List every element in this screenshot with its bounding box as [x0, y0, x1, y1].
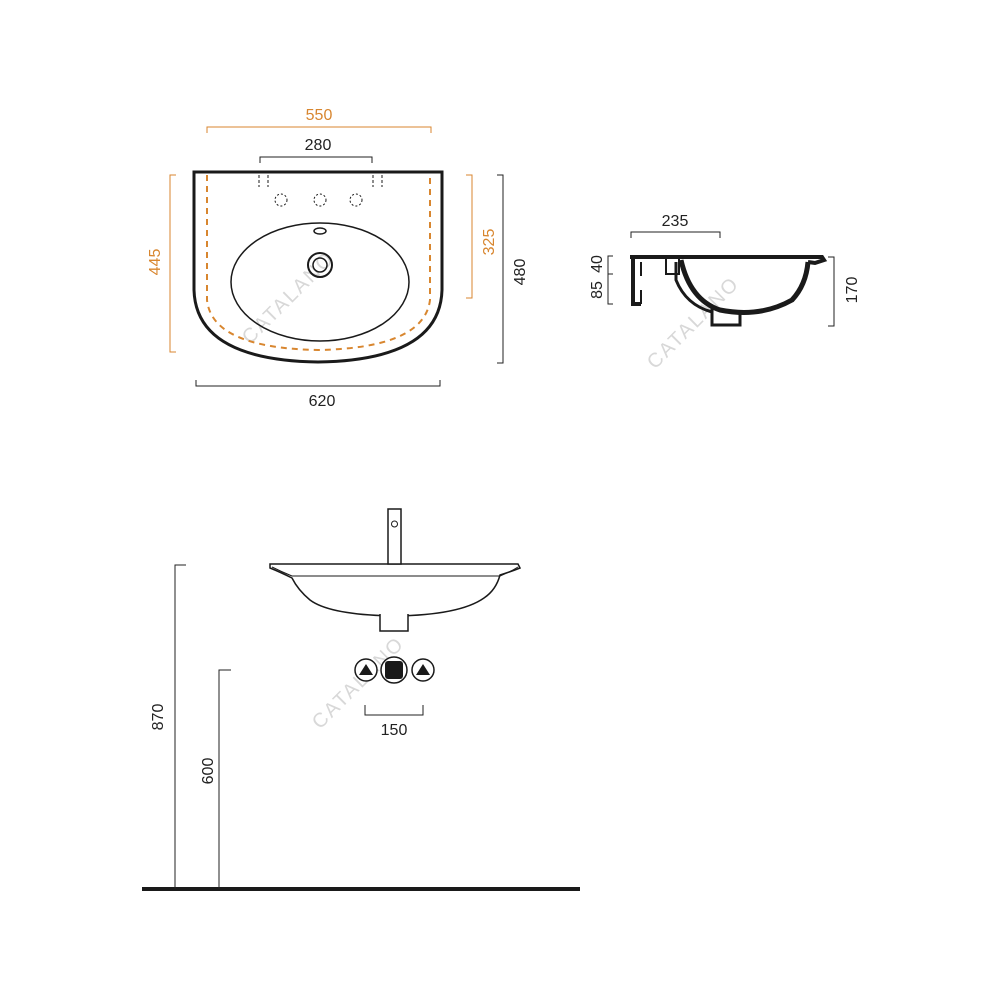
dim-label-600: 600: [200, 758, 217, 785]
dim-label-445: 445: [147, 249, 164, 276]
section-rim: [630, 255, 828, 266]
dim-line-600: [218, 669, 231, 889]
watermark-top-view: CATALANO: [238, 248, 339, 349]
fixing-marks: [258, 175, 383, 187]
valve-center-square: [385, 661, 403, 679]
valve-right-triangle: [416, 664, 430, 675]
dim-line-550: [206, 126, 432, 133]
dim-line-445: [169, 174, 176, 353]
tap-hole-center-icon: [313, 193, 327, 207]
section-back-wall: [631, 257, 641, 306]
dim-line-40: [607, 255, 613, 275]
overflow-icon: [313, 227, 327, 235]
dim-line-480: [497, 174, 504, 364]
section-overflow-channel: [674, 262, 713, 314]
dim-label-85: 85: [589, 281, 606, 299]
dim-label-550: 550: [306, 107, 333, 124]
dim-line-235: [630, 231, 721, 238]
bowl: [230, 222, 410, 342]
dim-line-280: [259, 156, 373, 163]
inner-rim-dashed: [206, 175, 431, 352]
dim-line-150: [364, 705, 424, 716]
top-view: 550 280 445 325 480 620: [147, 107, 529, 410]
front-drain-outlet: [379, 614, 409, 632]
watermarks: CATALANO CATALANO CATALANO: [238, 248, 744, 734]
tap-hole-right-icon: [349, 193, 363, 207]
valve-left-triangle: [359, 664, 373, 675]
drain-inner-icon: [312, 257, 328, 273]
dim-line-870: [174, 564, 186, 889]
section-view: 235 40 85 170: [589, 213, 861, 327]
dim-line-170: [828, 256, 835, 327]
front-view: 150 870 600: [142, 508, 580, 891]
dim-label-280: 280: [305, 137, 332, 154]
dim-line-85: [607, 273, 613, 305]
tap-hole-left-icon: [274, 193, 288, 207]
faucet-handle-icon: [391, 520, 398, 528]
section-drain-outlet: [710, 308, 742, 327]
section-inner-web: [665, 258, 680, 275]
dim-line-620: [195, 380, 441, 387]
dim-label-40: 40: [589, 255, 606, 273]
dim-label-870: 870: [150, 704, 167, 731]
dim-label-325: 325: [481, 229, 498, 256]
drain-icon: [307, 252, 333, 278]
dim-label-235: 235: [662, 213, 689, 230]
dim-label-620: 620: [309, 393, 336, 410]
dim-line-325: [466, 174, 473, 299]
faucet-body: [387, 508, 402, 565]
front-basin-rim: [271, 566, 519, 577]
dim-label-150: 150: [381, 722, 408, 739]
section-bowl: [678, 259, 811, 315]
front-basin: [269, 563, 522, 617]
basin-outline: [192, 170, 444, 364]
dim-label-480: 480: [512, 259, 529, 286]
dim-label-170: 170: [844, 277, 861, 304]
